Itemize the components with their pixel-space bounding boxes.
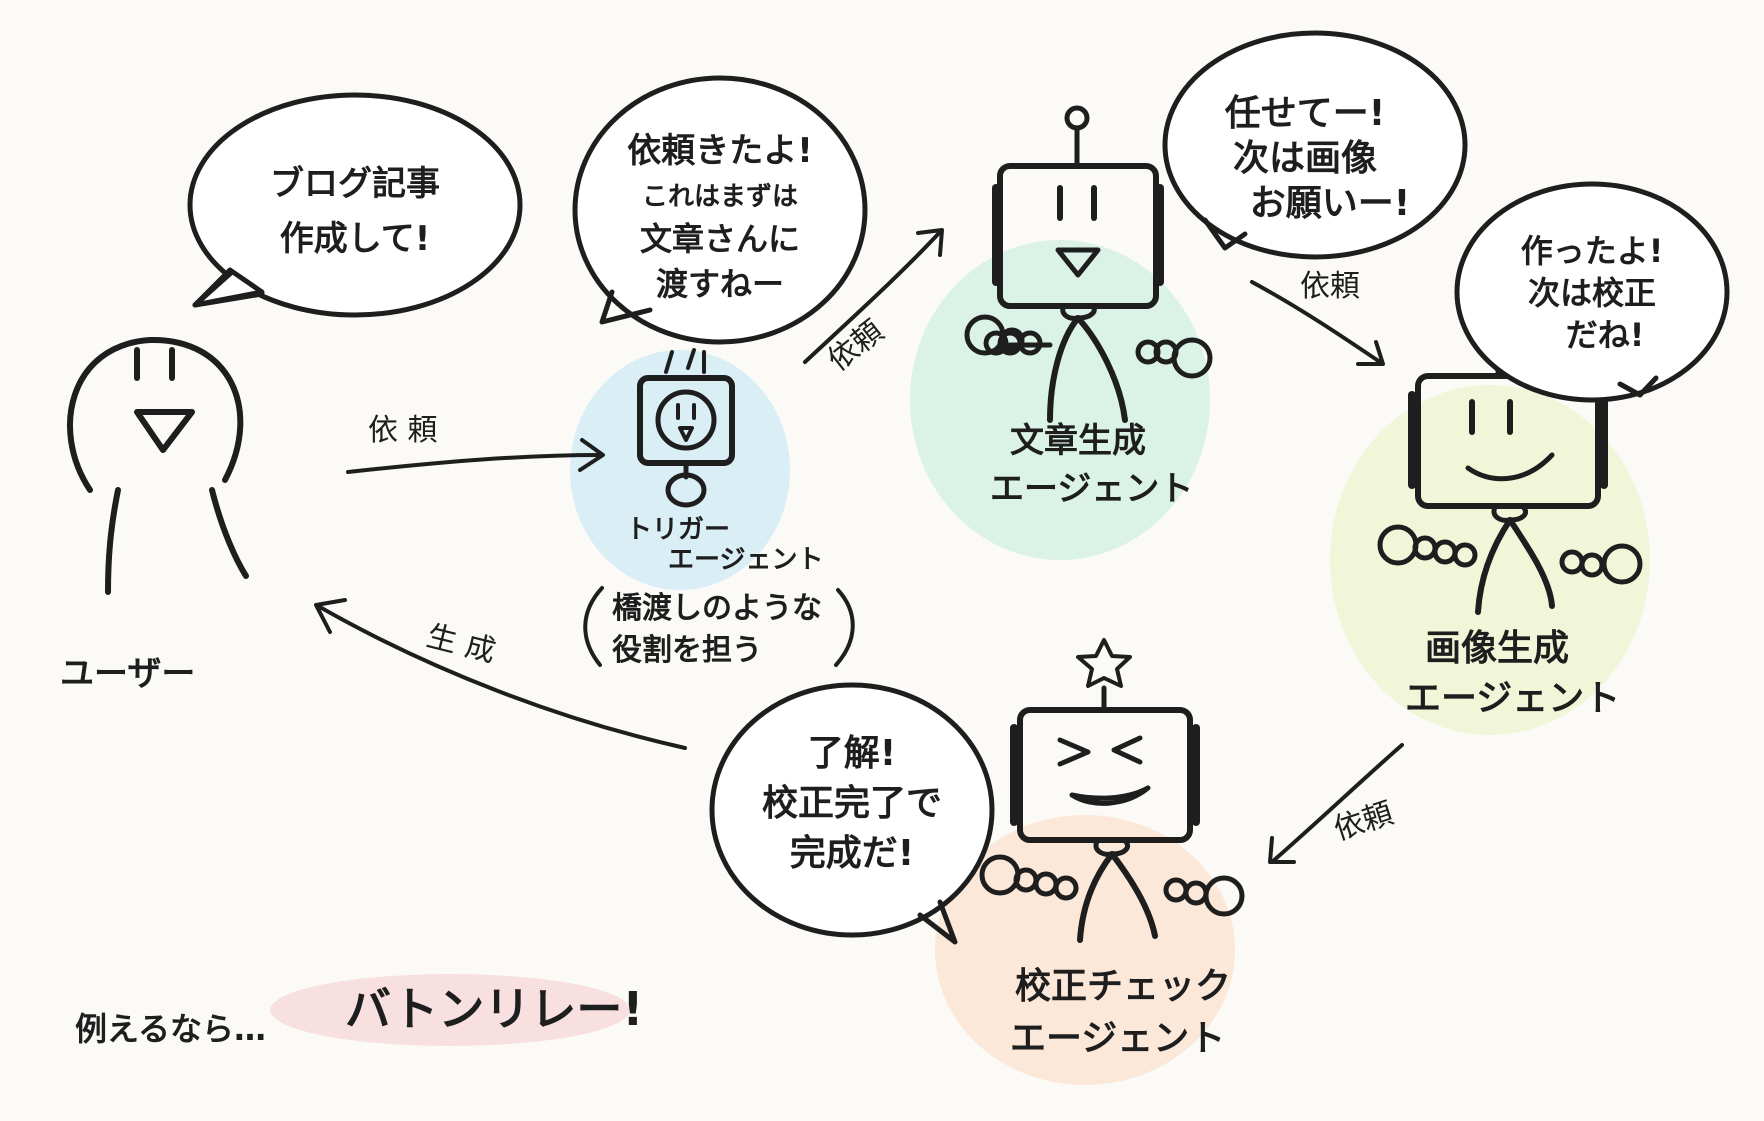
footer-prefix: 例えるなら… — [75, 1010, 266, 1048]
arrow-trigger-to-text-agent — [803, 228, 944, 364]
trigger-speech-bubble: 依頼きたよ! これはまずは 文章さんに 渡すねー — [572, 75, 868, 345]
proof-agent-bubble-line-3: 完成だ! — [790, 833, 914, 874]
text-agent-figure — [964, 105, 1213, 423]
role-note-left-paren — [583, 586, 604, 667]
proof-agent-bubble-line-1: 了解! — [808, 733, 896, 774]
arrow-image-to-proof-agent — [1268, 743, 1404, 864]
arrow-text-to-image-agent — [1250, 280, 1385, 366]
trigger-agent-label-line-1: トリガー — [626, 515, 730, 545]
user-bubble-line-2: 作成して! — [280, 219, 431, 259]
trigger-bubble-line-2: 文章さんに — [640, 220, 800, 258]
trigger-bubble-line-3: 渡すねー — [656, 265, 784, 303]
text-agent-bubble-line-2: 次は画像 — [1233, 138, 1377, 179]
user-speech-bubble: ブログ記事 作成して! — [187, 92, 523, 318]
text-agent-label-line-2: エージェント — [990, 469, 1193, 509]
proof-agent-label-line-1: 校正チェック — [1015, 966, 1231, 1007]
image-agent-speech-bubble: 作ったよ! 次は校正 だね! — [1454, 181, 1730, 403]
image-agent-bubble-line-2: 次は校正 — [1528, 274, 1656, 312]
arrow-label-text-to-image: 依頼 — [1300, 269, 1360, 304]
arrow-user-to-trigger — [346, 438, 605, 474]
text-agent-bubble-line-1: 任せてー! — [1225, 93, 1385, 134]
proof-agent-wash — [935, 815, 1235, 1085]
image-agent-bubble-line-3: だね! — [1566, 316, 1645, 354]
proof-agent-speech-bubble: 了解! 校正完了で 完成だ! — [709, 682, 995, 945]
user-figure — [67, 336, 249, 595]
proof-agent-label-line-2: エージェント — [1010, 1018, 1225, 1059]
trigger-bubble-line-1: これはまずは — [642, 182, 798, 212]
role-note-right-paren — [834, 588, 855, 667]
text-agent-bubble-line-3: お願いー! — [1250, 183, 1410, 224]
arrow-proof-to-user — [314, 598, 687, 750]
text-agent-speech-bubble: 任せてー! 次は画像 お願いー! — [1162, 30, 1468, 260]
text-agent-label-line-1: 文章生成 — [1010, 421, 1146, 461]
trigger-role-note-line-1: 橋渡しのような — [612, 591, 822, 626]
text-agent-wash — [910, 240, 1210, 560]
arrow-label-trigger-to-text: 依頼 — [821, 314, 890, 379]
trigger-agent-label-line-2: エージェント — [668, 545, 823, 575]
image-agent-bubble-line-1: 作ったよ! — [1521, 232, 1664, 270]
proof-agent-bubble-line-2: 校正完了で — [762, 783, 942, 824]
arrow-label-proof-to-user: 生 成 — [423, 619, 499, 670]
image-agent-label-line-2: エージェント — [1405, 678, 1620, 719]
trigger-agent-figure — [637, 348, 735, 508]
image-agent-label-line-1: 画像生成 — [1425, 628, 1569, 669]
footer-wash — [270, 974, 630, 1046]
trigger-bubble-title: 依頼きたよ! — [627, 131, 813, 171]
trigger-role-note-line-2: 役割を担う — [612, 633, 762, 668]
user-bubble-line-1: ブログ記事 — [270, 164, 440, 204]
proof-agent-figure — [979, 638, 1245, 943]
user-label: ユーザー — [60, 654, 195, 694]
arrow-label-user-to-trigger: 依 頼 — [368, 413, 438, 448]
footer-highlight: バトンリレー! — [345, 982, 643, 1036]
